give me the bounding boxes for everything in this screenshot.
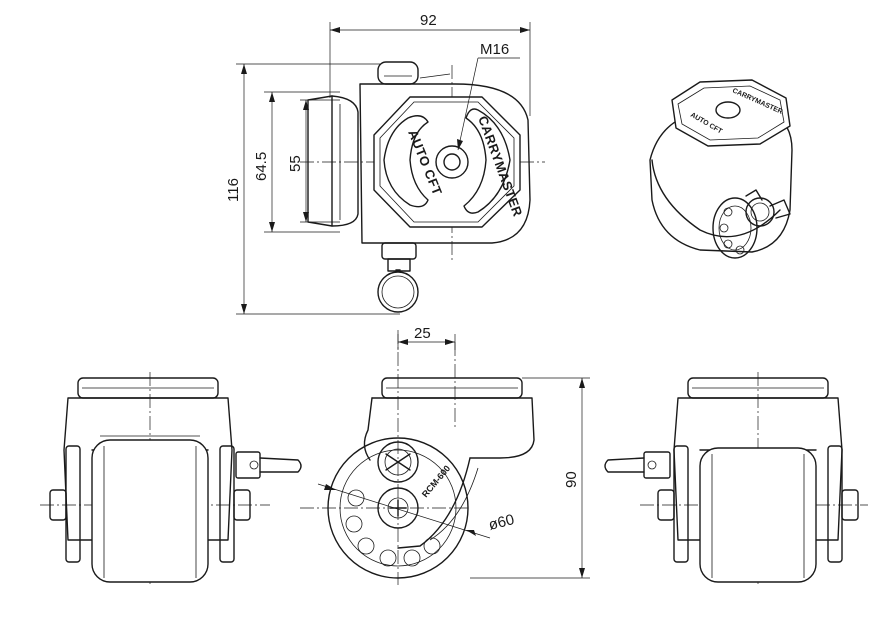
side-view-center: RCM-600 bbox=[300, 330, 535, 585]
dim-plate-outer: 64.5 bbox=[253, 152, 270, 181]
dim-wheel-diameter: ø60 bbox=[487, 511, 516, 534]
dim-offset: 25 bbox=[414, 325, 431, 342]
dim-plate-inner: 55 bbox=[287, 155, 304, 172]
dim-height-total: 116 bbox=[225, 178, 242, 202]
dim-thread: M16 bbox=[480, 41, 509, 58]
model-marking: RCM-600 bbox=[420, 463, 452, 499]
front-view-right bbox=[604, 372, 868, 585]
top-dimensions: 92 M16 116 64.5 55 bbox=[225, 12, 531, 315]
dim-width-top: 92 bbox=[420, 12, 437, 29]
side-dimensions: 25 90 ø60 bbox=[317, 325, 590, 579]
isometric-view: CARRYMASTER AUTO CFT bbox=[649, 79, 793, 259]
top-view: CARRYMASTER AUTO CFT bbox=[300, 61, 545, 313]
dim-height-side: 90 bbox=[563, 471, 580, 488]
front-view-left bbox=[40, 372, 302, 585]
